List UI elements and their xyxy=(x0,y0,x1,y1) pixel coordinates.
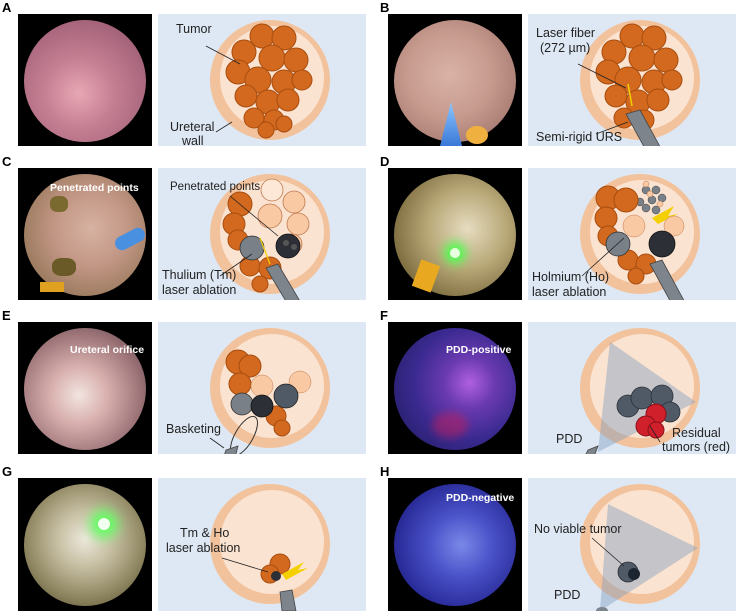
schematic-h: No viable tumor PDD xyxy=(528,478,736,611)
thulium-ablation-illustration xyxy=(210,174,330,300)
photo-label-penetrated-points: Penetrated points xyxy=(50,182,139,194)
endoscopic-photo-b xyxy=(388,14,522,146)
label-pdd-h: PDD xyxy=(554,588,581,602)
panel-label-e: E xyxy=(2,308,11,323)
label-ureteral: Ureteral xyxy=(170,120,215,134)
basketing-illustration xyxy=(209,328,330,454)
panel-label-f: F xyxy=(380,308,388,323)
photo-label-pdd-positive: PDD-positive xyxy=(446,344,512,356)
endoscopic-photo-g xyxy=(18,478,152,611)
panel-label-b: B xyxy=(380,0,390,15)
combined-ablation-illustration xyxy=(210,484,330,611)
label-residual: Residual xyxy=(672,426,721,440)
panel-label-d: D xyxy=(380,154,390,169)
label-semi-rigid-urs: Semi-rigid URS xyxy=(536,130,623,144)
label-basketing: Basketing xyxy=(166,422,221,436)
schematic-e: Basketing xyxy=(158,322,366,454)
schematic-g: Tm & Ho laser ablation xyxy=(158,478,366,611)
panel-label-a: A xyxy=(2,0,12,15)
label-holmium: Holmium (Ho) xyxy=(532,270,610,284)
label-wall: wall xyxy=(182,134,204,146)
schematic-a: Tumor Ureteral wall xyxy=(158,14,366,146)
label-tm-ho-laser-ablation: laser ablation xyxy=(166,541,241,555)
label-tumors-red: tumors (red) xyxy=(662,440,731,454)
label-pdd: PDD xyxy=(556,432,583,446)
label-fiber-size: (272 µm) xyxy=(540,41,591,55)
holmium-ablation-illustration xyxy=(580,174,700,300)
label-tm-ho: Tm & Ho xyxy=(180,526,230,540)
label-tumor: Tumor xyxy=(176,22,212,36)
schematic-d: Holmium (Ho) laser ablation xyxy=(528,168,736,300)
ureter-tumor-illustration xyxy=(205,20,330,140)
panel-label-g: G xyxy=(2,464,13,479)
endoscopic-photo-a xyxy=(18,14,152,146)
schematic-c: Penetrated points Thulium (Tm) laser abl… xyxy=(158,168,366,300)
label-laser-fiber: Laser fiber xyxy=(536,26,596,40)
laser-fiber-illustration xyxy=(577,20,700,146)
schematic-b: Laser fiber (272 µm) Semi-rigid URS xyxy=(528,14,736,146)
endoscopic-photo-d xyxy=(388,168,522,300)
endoscopic-photo-c: Penetrated points xyxy=(18,168,152,300)
photo-label-ureteral-orifice: Ureteral orifice xyxy=(70,344,145,356)
label-no-viable-tumor: No viable tumor xyxy=(534,522,622,536)
photo-label-pdd-negative: PDD-negative xyxy=(446,492,515,504)
pdd-negative-illustration xyxy=(580,484,700,611)
endoscopic-photo-e: Ureteral orifice xyxy=(18,322,152,454)
panel-label-c: C xyxy=(2,154,12,169)
pdd-residual-illustration xyxy=(580,328,700,454)
label-thulium: Thulium (Tm) xyxy=(162,268,237,282)
endoscopic-photo-f: PDD-positive xyxy=(388,322,522,454)
label-penetrated-points: Penetrated points xyxy=(170,181,261,193)
label-holmium-laser-ablation: laser ablation xyxy=(532,285,607,299)
panel-label-h: H xyxy=(380,464,390,479)
endoscopic-photo-h: PDD-negative xyxy=(388,478,522,611)
label-thulium-laser-ablation: laser ablation xyxy=(162,283,237,297)
schematic-f: PDD Residual tumors (red) xyxy=(528,322,736,454)
